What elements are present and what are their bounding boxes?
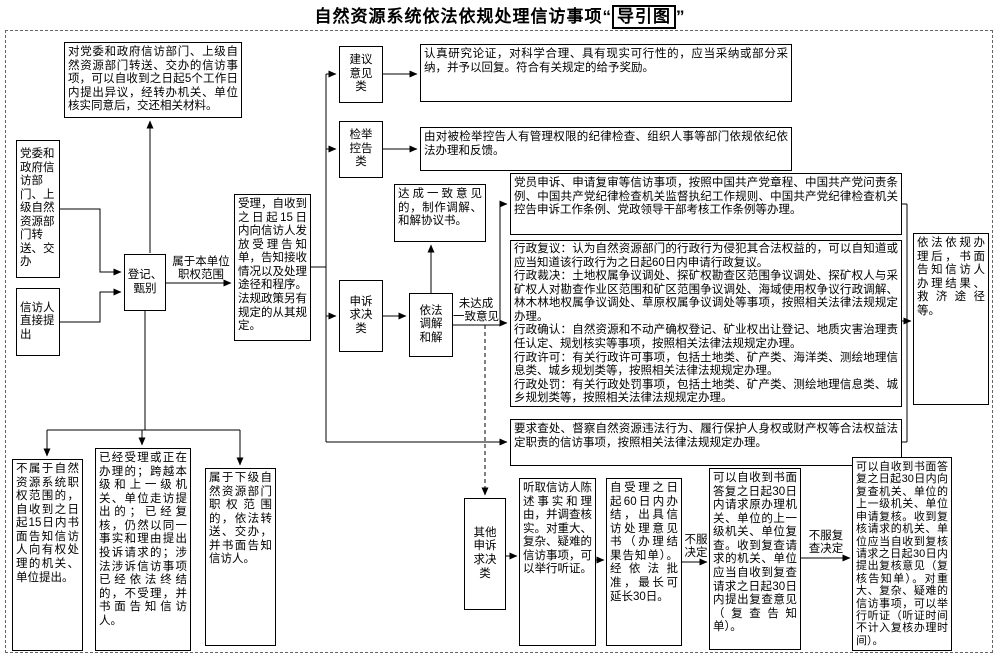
node-conclude-within-60-days: 自受理之日起60日内办结，出具信访处理意见书（办理结果告知单）。经依法批准，最长… — [606, 478, 682, 646]
page-title: 自然资源系统依法依规处理信访事项“导引图” — [0, 2, 1000, 29]
node-accusation-category: 检举 控告 类 — [339, 121, 383, 178]
outer-frame — [5, 30, 993, 653]
node-suggestion-handling: 认真研究论证，对科学合理、具有现实可行性的，应当采纳或部分采纳，并予以回复。符合… — [420, 44, 792, 102]
node-party-member-appeal: 党员申诉、申请复审等信访事项，按照中国共产党章程、中国共产党问责条例、中国共产党… — [510, 173, 902, 235]
node-investigation-request: 要求查处、督察自然资源违法行为、履行保护人身权或财产权等合法权益法定职责的信访事… — [510, 419, 902, 466]
title-text: 自然资源系统依法依规处理信访事项 — [314, 7, 603, 26]
label-within-own-scope: 属于本单位 职权范围 — [172, 256, 230, 282]
node-objection-note: 对党委和政府信访部门、上级自然资源部门转送、交办的信访事项，可以自收到之日起5个… — [64, 42, 242, 118]
admin-paragraph-penalty: 行政处罚：有关行政处罚事项，包括土地类、矿产类、测绘地理信息类、城乡规划类等，按… — [514, 378, 898, 405]
node-administrative-remedies: 行政复议：认为自然资源部门的行政行为侵犯其合法权益的，可以自知道或应当知道该行政… — [510, 240, 902, 407]
admin-paragraph-confirmation: 行政确认：自然资源和不动产确权登记、矿业权出让登记、地质灾害治理责任认定、规划核… — [514, 324, 898, 350]
node-accusation-handling: 由对被检举控告人有管理权限的纪律检查、组织人事等部门依规依纪依法办理和反馈。 — [420, 127, 792, 171]
node-review-request: 可以自收到书面答复之日起30日内请求原办理机关、单位的上一级机关、单位复查。收到… — [709, 468, 801, 650]
node-suggestion-category: 建议 意见 类 — [339, 46, 383, 103]
node-listen-investigate: 听取信访人陈述事实和理由，并调查核实。对重大、复杂、疑难的信访事项，可以举行听证… — [519, 478, 596, 646]
node-register-screen: 登记、 甄别 — [124, 254, 166, 311]
node-lawful-result-notice: 依法依规办理后，书面告知信访人办理结果、救济途径等。 — [913, 233, 989, 405]
node-party-gov-transfer: 党委和政府信访部门、上级自然资源部门转送、交办 — [16, 140, 60, 278]
node-lower-level-scope: 属于下级自然资源部门职权范围的，依法转送、交办，并书面告知信访人。 — [205, 468, 276, 646]
label-dissatisfied-decision: 不服 决定 — [684, 534, 708, 560]
node-petitioner-direct: 信访人直接提出 — [16, 288, 60, 356]
node-mediation: 依法 调解 和解 — [409, 293, 453, 357]
admin-paragraph-reconsideration: 行政复议：认为自然资源部门的行政行为侵犯其合法权益的，可以自知道或应当知道该行政… — [514, 243, 898, 269]
title-open-quote: “ — [602, 7, 612, 26]
label-no-agreement: 未达成 一致意见 — [453, 298, 499, 324]
title-close-quote: ” — [676, 7, 686, 26]
node-not-in-scope: 不属于自然资源系统职权范围的，自收到之日起15日内书面告知信访人向有权处理的机关… — [12, 459, 83, 651]
node-appeal-category: 申诉 求决 类 — [339, 280, 383, 352]
title-boxed-term: 导引图 — [612, 5, 676, 29]
admin-paragraph-adjudication: 行政裁决：土地权属争议调处、探矿权勘查区范围争议调处、探矿权人与采矿权人对勘查作… — [514, 270, 898, 323]
node-accept: 受理，自收到之日起15日内向信访人发放受理告知单，告知接收情况以及处理途径和程序… — [234, 194, 311, 341]
node-other-appeal-category: 其他 申诉 求决 类 — [464, 498, 506, 610]
node-not-accepted: 已经受理或正在办理的；跨越本级和上一级机关、单位走访提出的；已经复核，仍然以同一… — [95, 448, 191, 651]
node-recheck-request: 可以自收到书面答复之日起30日内向复查机关、单位的上一级机关、单位申请复核。收到… — [852, 457, 952, 651]
admin-paragraph-licensing: 行政许可：有关行政许可事项，包括土地类、矿产类、海洋类、测绘地理信息类、城乡规划… — [514, 351, 898, 378]
label-dissatisfied-review-decision: 不服复 查决定 — [808, 530, 844, 556]
node-agreement-reached: 达成一致意见的，制作调解、和解协议书。 — [394, 184, 486, 242]
